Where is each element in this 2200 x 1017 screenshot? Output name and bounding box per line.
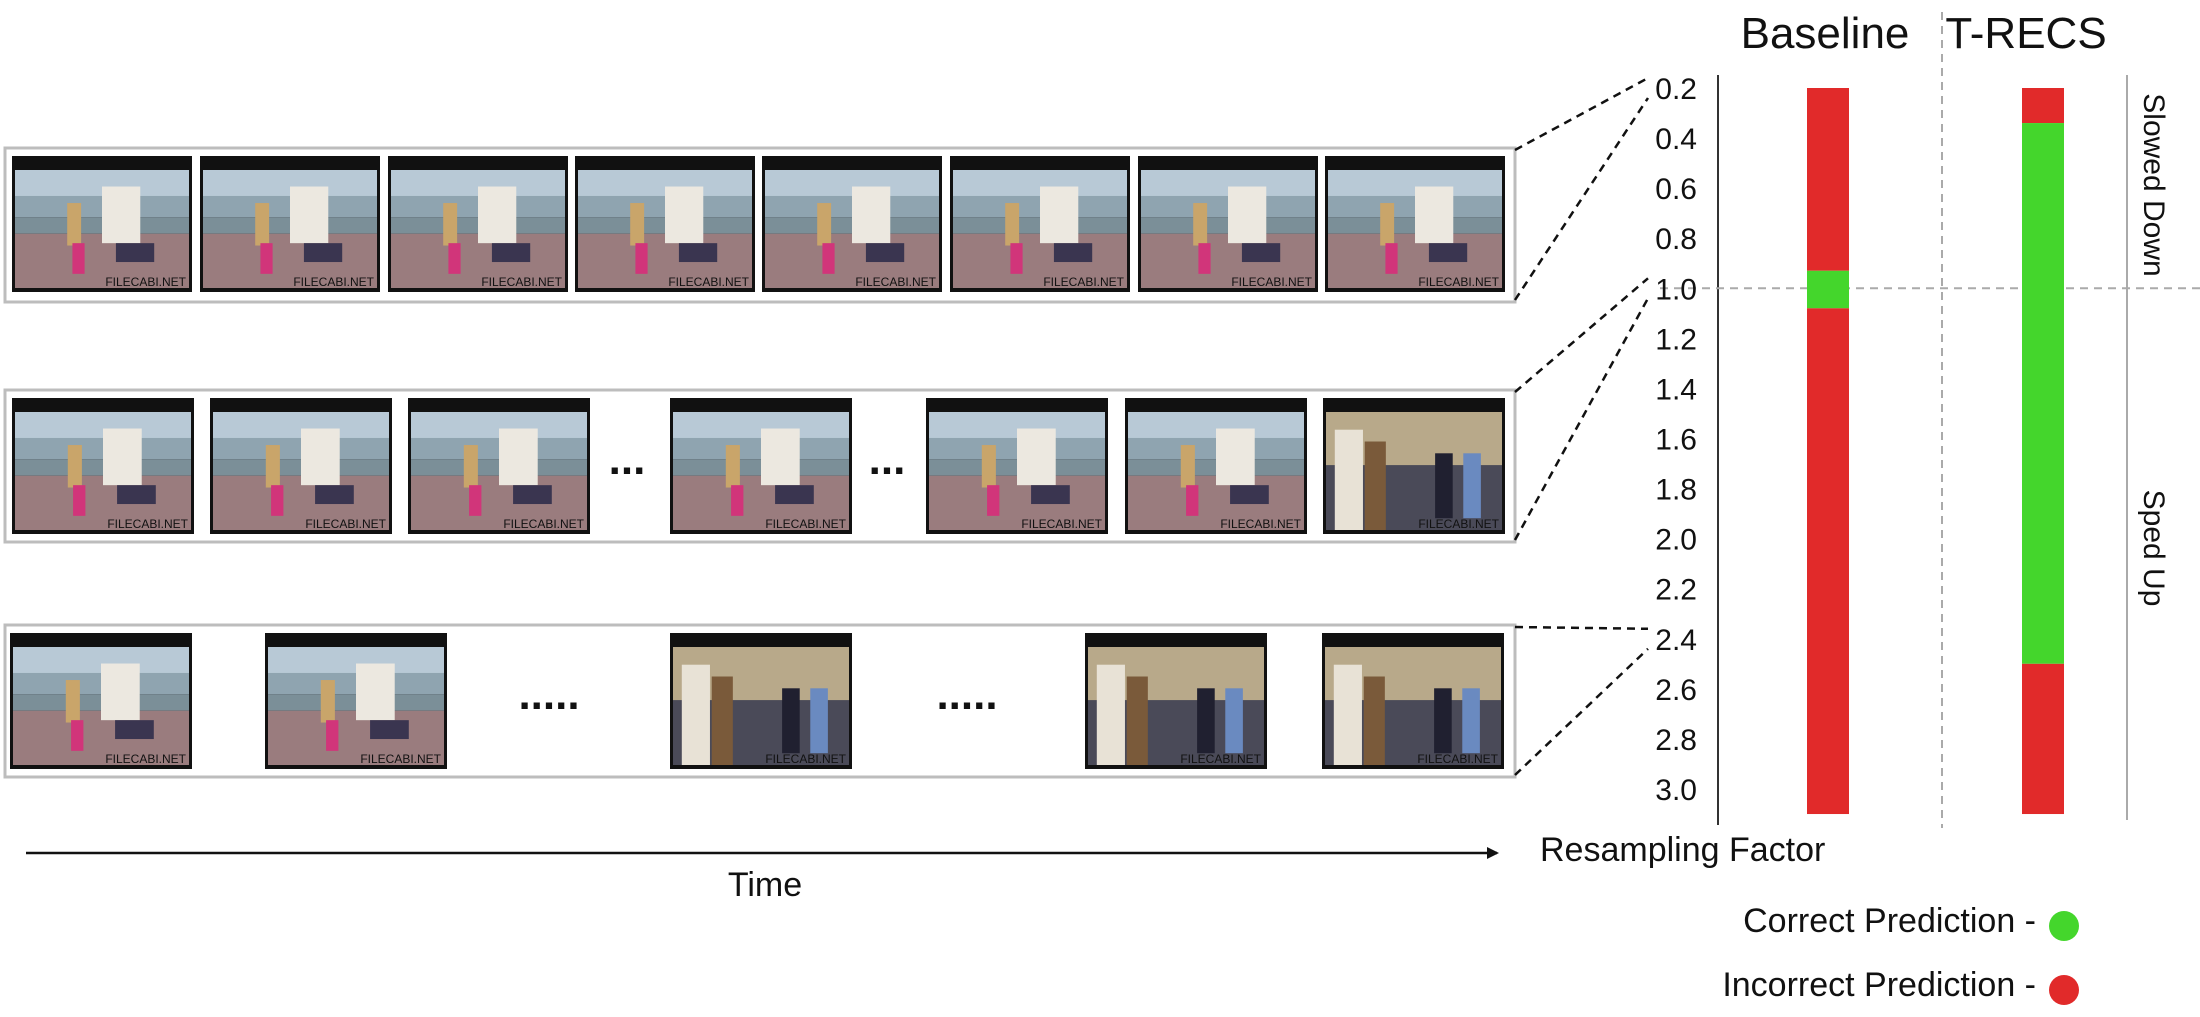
- watermark: FILECABI.NET: [1417, 752, 1498, 766]
- watermark: FILECABI.NET: [855, 275, 936, 289]
- bar-segment-incorrect: [1807, 88, 1849, 271]
- watermark: FILECABI.NET: [765, 517, 846, 531]
- connector-line: [1513, 97, 1650, 301]
- legend-correct-label: Correct Prediction -: [1743, 902, 2036, 940]
- video-frame-riverside: FILECABI.NET: [408, 398, 590, 534]
- watermark: FILECABI.NET: [481, 275, 562, 289]
- frame-strip-row: FILECABI.NET FILECABI.NET FILECABI.NET FILE…: [3, 146, 1517, 304]
- bar-segment-correct: [2022, 123, 2064, 664]
- tick-label: 0.6: [1655, 173, 1697, 206]
- watermark: FILECABI.NET: [305, 517, 386, 531]
- tick-label: 1.8: [1655, 474, 1697, 507]
- video-frame-crowd: FILECABI.NET: [1323, 398, 1505, 534]
- video-frame-riverside: FILECABI.NET: [1325, 156, 1505, 292]
- ellipsis: .....: [518, 670, 579, 719]
- watermark: FILECABI.NET: [105, 752, 186, 766]
- connector-line: [1514, 625, 1649, 631]
- video-frame-riverside: FILECABI.NET: [950, 156, 1130, 292]
- video-frame-riverside: FILECABI.NET: [265, 633, 447, 769]
- video-frame-crowd: FILECABI.NET: [1085, 633, 1267, 769]
- tick-labels: 0.2 0.4 0.6 0.8 1.0 1.2 1.4 1.6 1.8 2.0 2.2 2.4 2.6 2…: [1655, 73, 1697, 807]
- frame-strip-row: FILECABI.NET FILECABI.NET FILECABI.NET FILE…: [3, 388, 1517, 544]
- tick-label: 2.0: [1655, 524, 1697, 557]
- sped-up-label: Sped Up: [2137, 490, 2170, 607]
- legend-incorrect-label: Incorrect Prediction -: [1722, 966, 2036, 1004]
- legend-incorrect-dot: [2049, 975, 2079, 1005]
- video-frame-crowd: FILECABI.NET: [670, 633, 852, 769]
- slowed-down-label: Slowed Down: [2137, 93, 2170, 276]
- video-frame-riverside: FILECABI.NET: [200, 156, 380, 292]
- tick-label: 0.8: [1655, 223, 1697, 256]
- connector-lines: [1513, 76, 1650, 776]
- watermark: FILECABI.NET: [1021, 517, 1102, 531]
- watermark: FILECABI.NET: [503, 517, 584, 531]
- watermark: FILECABI.NET: [1043, 275, 1124, 289]
- video-frame-riverside: FILECABI.NET: [926, 398, 1108, 534]
- tick-label: 3.0: [1655, 774, 1697, 807]
- tick-label: 2.6: [1655, 674, 1697, 707]
- axis-title: Resampling Factor: [1540, 831, 1825, 869]
- tick-label: 0.2: [1655, 73, 1697, 106]
- video-frame-riverside: FILECABI.NET: [210, 398, 392, 534]
- tick-label: 2.4: [1655, 624, 1697, 657]
- ellipsis: ...: [869, 435, 906, 484]
- tick-label: 2.8: [1655, 724, 1697, 757]
- tick-label: 1.6: [1655, 424, 1697, 457]
- time-label: Time: [728, 866, 802, 904]
- tick-label: 1.4: [1655, 373, 1697, 406]
- connector-line: [1514, 647, 1649, 776]
- ellipsis: ...: [609, 435, 646, 484]
- tick-label: 1.0: [1655, 273, 1697, 306]
- video-frame-riverside: FILECABI.NET: [1125, 398, 1307, 534]
- watermark: FILECABI.NET: [360, 752, 441, 766]
- watermark: FILECABI.NET: [105, 275, 186, 289]
- video-frame-riverside: FILECABI.NET: [12, 398, 194, 534]
- video-frame-riverside: FILECABI.NET: [670, 398, 852, 534]
- video-frame-riverside: FILECABI.NET: [388, 156, 568, 292]
- video-frame-riverside: FILECABI.NET: [762, 156, 942, 292]
- tick-label: 0.4: [1655, 123, 1697, 156]
- ellipsis: .....: [936, 670, 997, 719]
- trecs-bar: [2022, 88, 2064, 815]
- watermark: FILECABI.NET: [293, 275, 374, 289]
- connector-line: [1513, 297, 1650, 541]
- video-frame-riverside: FILECABI.NET: [1138, 156, 1318, 292]
- watermark: FILECABI.NET: [1180, 752, 1261, 766]
- bar-segment-incorrect: [1807, 308, 1849, 815]
- connector-line: [1514, 277, 1649, 393]
- watermark: FILECABI.NET: [668, 275, 749, 289]
- video-frame-riverside: FILECABI.NET: [12, 156, 192, 292]
- watermark: FILECABI.NET: [1418, 275, 1499, 289]
- connector-line: [1514, 76, 1649, 152]
- frame-strip-row: FILECABI.NET FILECABI.NET FILECABI.NET FILE…: [3, 623, 1517, 779]
- baseline-header: Baseline: [1741, 9, 1910, 58]
- video-frame-riverside: FILECABI.NET: [10, 633, 192, 769]
- watermark: FILECABI.NET: [1220, 517, 1301, 531]
- video-frame-riverside: FILECABI.NET: [575, 156, 755, 292]
- watermark: FILECABI.NET: [1231, 275, 1312, 289]
- baseline-bar: [1807, 88, 1849, 815]
- watermark: FILECABI.NET: [765, 752, 846, 766]
- frame-strips: FILECABI.NET FILECABI.NET FILECABI.NET FILE…: [3, 146, 1517, 779]
- bar-segment-correct: [1807, 270, 1849, 309]
- tick-label: 1.2: [1655, 323, 1697, 356]
- bar-segment-incorrect: [2022, 88, 2064, 124]
- video-frame-crowd: FILECABI.NET: [1322, 633, 1504, 769]
- bar-segment-incorrect: [2022, 663, 2064, 815]
- watermark: FILECABI.NET: [107, 517, 188, 531]
- tick-label: 2.2: [1655, 574, 1697, 607]
- trecs-header: T-RECS: [1945, 9, 2106, 58]
- legend-correct-dot: [2049, 911, 2079, 941]
- watermark: FILECABI.NET: [1418, 517, 1499, 531]
